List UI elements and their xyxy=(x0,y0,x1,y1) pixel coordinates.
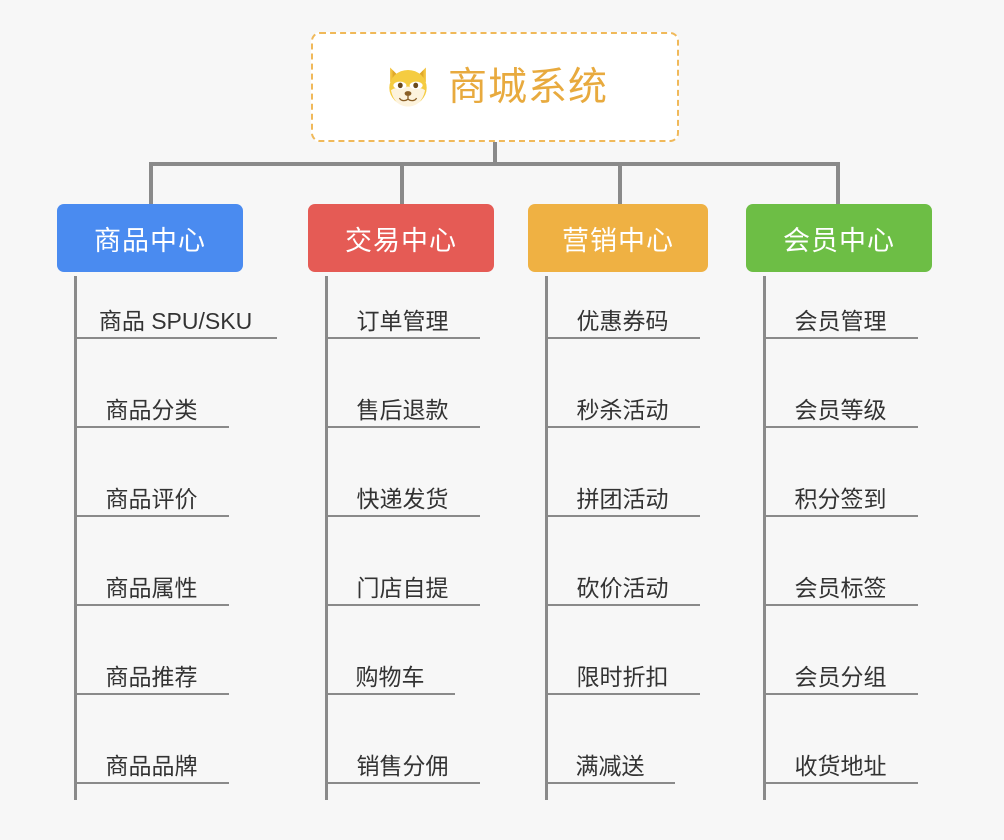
leaf-item[interactable]: 售后退款 xyxy=(325,394,480,428)
leaf-label: 会员标签 xyxy=(794,575,887,601)
drop-connector-1 xyxy=(149,162,153,206)
leaf-label: 商品分类 xyxy=(105,397,198,423)
root-node[interactable]: 商城系统 xyxy=(311,32,679,142)
leaf-label: 快递发货 xyxy=(356,486,449,512)
leaf-label: 秒杀活动 xyxy=(576,397,669,423)
leaf-item[interactable]: 秒杀活动 xyxy=(545,394,700,428)
leaf-label: 满减送 xyxy=(575,753,645,779)
column-spine xyxy=(545,276,548,800)
leaf-item[interactable]: 商品 SPU/SKU xyxy=(74,305,277,339)
column-spine xyxy=(325,276,328,800)
shiba-dog-icon xyxy=(389,67,427,107)
leaf-label: 拼团活动 xyxy=(576,486,669,512)
category-header-marketing-center[interactable]: 营销中心 xyxy=(528,204,708,272)
leaf-label: 会员等级 xyxy=(794,397,887,423)
leaf-item[interactable]: 会员标签 xyxy=(763,572,918,606)
leaf-item[interactable]: 快递发货 xyxy=(325,483,480,517)
leaf-label: 商品品牌 xyxy=(105,753,198,779)
leaf-item[interactable]: 商品品牌 xyxy=(74,750,229,784)
drop-connector-3 xyxy=(618,162,622,206)
leaf-item[interactable]: 会员管理 xyxy=(763,305,918,339)
horizontal-bus-connector xyxy=(149,162,840,166)
category-label: 商品中心 xyxy=(94,225,206,256)
root-stem-connector xyxy=(493,142,497,164)
leaf-item[interactable]: 积分签到 xyxy=(763,483,918,517)
leaf-label: 商品属性 xyxy=(105,575,198,601)
leaf-item[interactable]: 会员等级 xyxy=(763,394,918,428)
leaf-label: 优惠券码 xyxy=(576,308,669,334)
leaf-label: 购物车 xyxy=(355,664,425,690)
leaf-label: 砍价活动 xyxy=(576,575,669,601)
leaf-label: 收货地址 xyxy=(794,753,887,779)
category-header-member-center[interactable]: 会员中心 xyxy=(746,204,932,272)
category-header-trade-center[interactable]: 交易中心 xyxy=(308,204,494,272)
leaf-item[interactable]: 购物车 xyxy=(325,661,455,695)
leaf-item[interactable]: 砍价活动 xyxy=(545,572,700,606)
leaf-item[interactable]: 商品分类 xyxy=(74,394,229,428)
leaf-item[interactable]: 优惠券码 xyxy=(545,305,700,339)
leaf-item[interactable]: 限时折扣 xyxy=(545,661,700,695)
leaf-label: 会员分组 xyxy=(794,664,887,690)
leaf-label: 商品推荐 xyxy=(105,664,198,690)
leaf-label: 销售分佣 xyxy=(356,753,449,779)
leaf-item[interactable]: 拼团活动 xyxy=(545,483,700,517)
leaf-label: 订单管理 xyxy=(356,308,449,334)
leaf-item[interactable]: 商品推荐 xyxy=(74,661,229,695)
leaf-item[interactable]: 销售分佣 xyxy=(325,750,480,784)
column-spine xyxy=(74,276,77,800)
leaf-item[interactable]: 会员分组 xyxy=(763,661,918,695)
category-label: 营销中心 xyxy=(562,225,674,256)
leaf-label: 商品 SPU/SKU xyxy=(98,308,253,334)
leaf-label: 商品评价 xyxy=(105,486,198,512)
leaf-label: 限时折扣 xyxy=(576,664,669,690)
leaf-item[interactable]: 收货地址 xyxy=(763,750,918,784)
leaf-item[interactable]: 商品属性 xyxy=(74,572,229,606)
leaf-label: 售后退款 xyxy=(356,397,449,423)
leaf-label: 积分签到 xyxy=(794,486,887,512)
category-label: 会员中心 xyxy=(783,225,895,256)
leaf-label: 会员管理 xyxy=(794,308,887,334)
leaf-label: 门店自提 xyxy=(356,575,449,601)
drop-connector-2 xyxy=(400,162,404,206)
leaf-item[interactable]: 订单管理 xyxy=(325,305,480,339)
leaf-item[interactable]: 满减送 xyxy=(545,750,675,784)
root-title: 商城系统 xyxy=(447,65,608,109)
column-spine xyxy=(763,276,766,800)
category-label: 交易中心 xyxy=(345,225,457,256)
drop-connector-4 xyxy=(836,162,840,206)
category-header-product-center[interactable]: 商品中心 xyxy=(57,204,243,272)
leaf-item[interactable]: 门店自提 xyxy=(325,572,480,606)
leaf-item[interactable]: 商品评价 xyxy=(74,483,229,517)
